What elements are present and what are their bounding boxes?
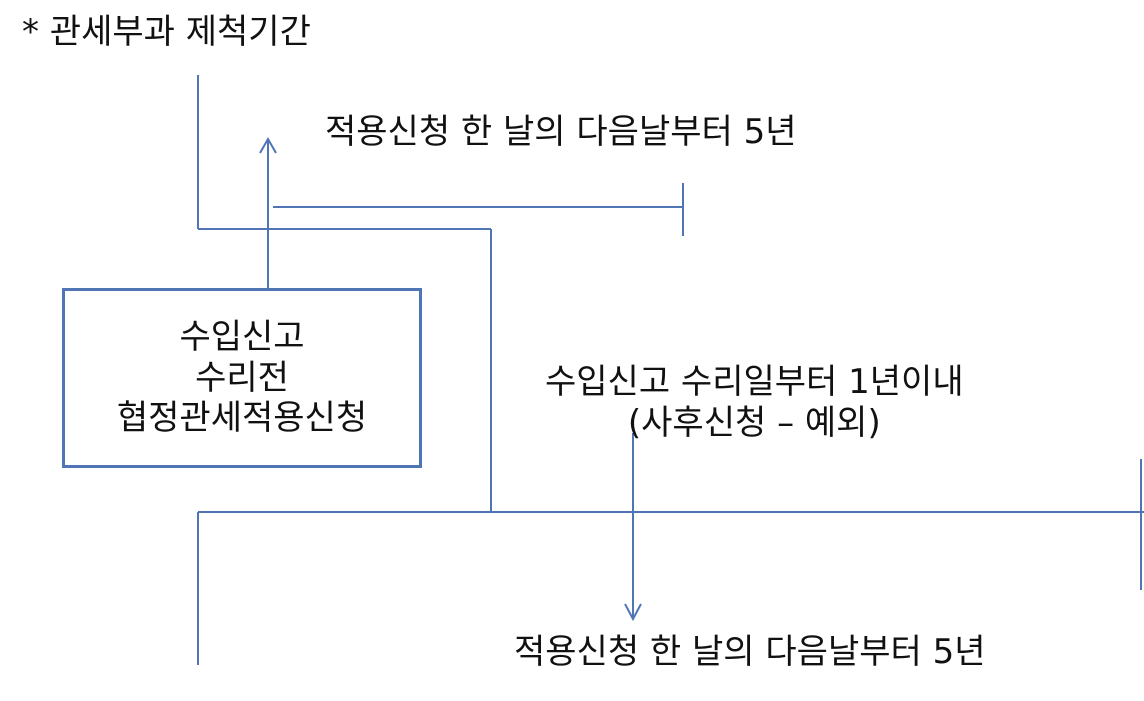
middle-period-label: 수입신고 수리일부터 1년이내 (사후신청 – 예외) bbox=[545, 362, 964, 444]
box-line-2: 수리전 bbox=[195, 357, 289, 398]
box-line-3: 협정관세적용신청 bbox=[116, 398, 368, 439]
box-up-arrow-head bbox=[259, 136, 277, 154]
down-arrow-head bbox=[624, 603, 642, 622]
middle-period-line-2: (사후신청 – 예외) bbox=[627, 402, 881, 443]
pre-clearance-application-box: 수입신고 수리전 협정관세적용신청 bbox=[62, 288, 422, 468]
top-period-label: 적용신청 한 날의 다음날부터 5년 bbox=[325, 112, 797, 152]
box-line-1: 수입신고 bbox=[179, 316, 305, 357]
middle-period-line-1: 수입신고 수리일부터 1년이내 bbox=[545, 362, 964, 402]
diagram-title: * 관세부과 제척기간 bbox=[22, 12, 311, 52]
bottom-period-label: 적용신청 한 날의 다음날부터 5년 bbox=[514, 632, 986, 672]
